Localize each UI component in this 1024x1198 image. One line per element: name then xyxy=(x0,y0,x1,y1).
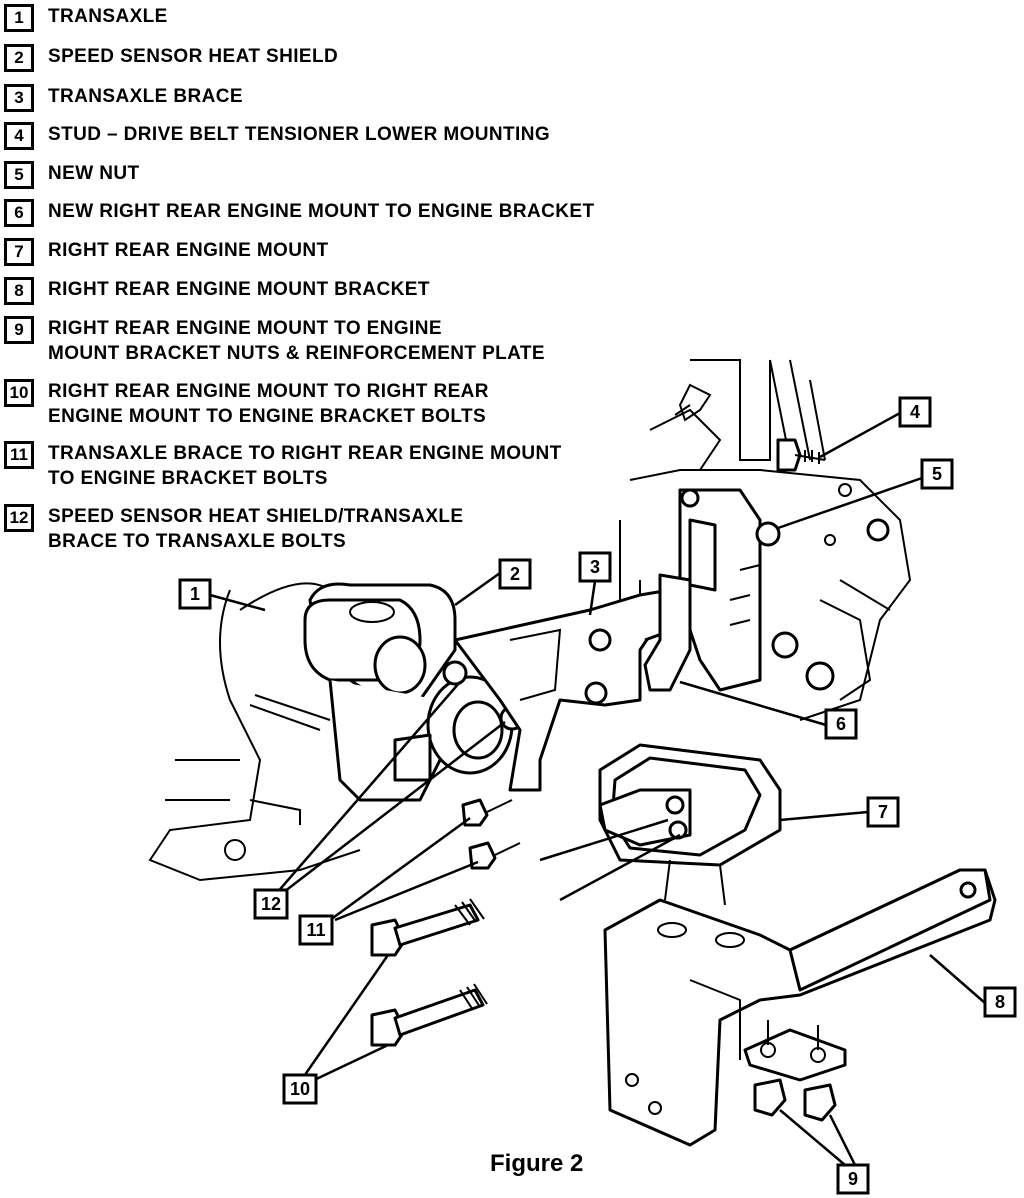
callout-4-label: 4 xyxy=(910,402,920,422)
legend-number: 6 xyxy=(4,199,34,227)
legend-text: SPEED SENSOR HEAT SHIELD/TRANSAXLE BRACE… xyxy=(48,506,464,552)
callout-12: 12 xyxy=(253,888,289,920)
legend-item-12: 12 SPEED SENSOR HEAT SHIELD/TRANSAXLE BR… xyxy=(4,504,463,554)
legend-number: 4 xyxy=(4,122,34,150)
legend-item-9: 9 RIGHT REAR ENGINE MOUNT TO ENGINE MOUN… xyxy=(4,316,545,366)
legend-item-5: 5 NEW NUT xyxy=(4,161,139,189)
legend-number: 1 xyxy=(4,4,34,32)
reinforcement-plate-drawing xyxy=(743,1020,847,1122)
legend-item-11: 11 TRANSAXLE BRACE TO RIGHT REAR ENGINE … xyxy=(4,441,562,491)
callout-7: 7 xyxy=(866,796,900,828)
legend-text: TRANSAXLE BRACE TO RIGHT REAR ENGINE MOU… xyxy=(48,443,562,489)
callout-6-label: 6 xyxy=(836,714,846,734)
legend-number: 12 xyxy=(4,504,34,532)
legend-item-3: 3 TRANSAXLE BRACE xyxy=(4,84,243,112)
legend-number: 3 xyxy=(4,84,34,112)
legend-text: NEW NUT xyxy=(48,163,140,184)
bolts-drawing xyxy=(370,798,521,1047)
legend-number: 10 xyxy=(4,379,34,407)
callout-3-label: 3 xyxy=(590,557,600,577)
callout-5: 5 xyxy=(920,458,954,490)
callout-9-label: 9 xyxy=(848,1169,858,1189)
speed-sensor-heat-shield-drawing xyxy=(303,582,457,802)
callout-1: 1 xyxy=(178,578,212,610)
legend-number: 11 xyxy=(4,441,34,469)
legend-item-8: 8 RIGHT REAR ENGINE MOUNT BRACKET xyxy=(4,277,430,305)
callout-8: 8 xyxy=(983,986,1017,1018)
leader-lines xyxy=(209,411,986,1166)
legend-number: 8 xyxy=(4,277,34,305)
callout-12-label: 12 xyxy=(261,894,281,914)
legend-item-7: 7 RIGHT REAR ENGINE MOUNT xyxy=(4,238,328,266)
callout-7-label: 7 xyxy=(878,802,888,822)
legend-text: RIGHT REAR ENGINE MOUNT BRACKET xyxy=(48,279,430,300)
legend-item-6: 6 NEW RIGHT REAR ENGINE MOUNT TO ENGINE … xyxy=(4,199,595,227)
legend-text: TRANSAXLE BRACE xyxy=(48,86,243,107)
callout-4: 4 xyxy=(898,396,932,428)
callout-6: 6 xyxy=(824,708,858,740)
callout-11: 11 xyxy=(298,914,334,946)
right-rear-engine-mount-bracket-drawing xyxy=(603,868,997,1147)
engine-bracket-drawing xyxy=(643,488,890,692)
legend-item-1: 1 TRANSAXLE xyxy=(4,4,168,32)
callout-2-label: 2 xyxy=(510,564,520,584)
figure-caption: Figure 2 xyxy=(490,1150,584,1177)
callout-9: 9 xyxy=(836,1163,870,1195)
callout-1-label: 1 xyxy=(190,584,200,604)
callout-2: 2 xyxy=(498,558,532,590)
legend-text: STUD – DRIVE BELT TENSIONER LOWER MOUNTI… xyxy=(48,124,551,145)
legend-text: RIGHT REAR ENGINE MOUNT xyxy=(48,240,329,261)
callout-10-label: 10 xyxy=(290,1079,310,1099)
legend-text: NEW RIGHT REAR ENGINE MOUNT TO ENGINE BR… xyxy=(48,201,595,222)
legend-number: 9 xyxy=(4,316,34,344)
callout-5-label: 5 xyxy=(932,464,942,484)
tensioner-stud-drawing xyxy=(674,383,826,472)
legend-number: 7 xyxy=(4,238,34,266)
legend-text: RIGHT REAR ENGINE MOUNT TO ENGINE MOUNT … xyxy=(48,318,545,364)
legend-item-4: 4 STUD – DRIVE BELT TENSIONER LOWER MOUN… xyxy=(4,122,550,150)
callout-8-label: 8 xyxy=(995,992,1005,1012)
callout-10: 10 xyxy=(282,1073,318,1105)
legend-item-10: 10 RIGHT REAR ENGINE MOUNT TO RIGHT REAR… xyxy=(4,379,489,429)
right-rear-engine-mount-drawing xyxy=(598,743,782,906)
legend-text: RIGHT REAR ENGINE MOUNT TO RIGHT REAR EN… xyxy=(48,381,489,427)
legend-item-2: 2 SPEED SENSOR HEAT SHIELD xyxy=(4,44,338,72)
legend-number: 2 xyxy=(4,44,34,72)
callout-11-label: 11 xyxy=(306,920,325,940)
callout-3: 3 xyxy=(578,551,612,583)
legend-number: 5 xyxy=(4,161,34,189)
legend-text: SPEED SENSOR HEAT SHIELD xyxy=(48,46,339,67)
legend-text: TRANSAXLE xyxy=(48,6,168,27)
